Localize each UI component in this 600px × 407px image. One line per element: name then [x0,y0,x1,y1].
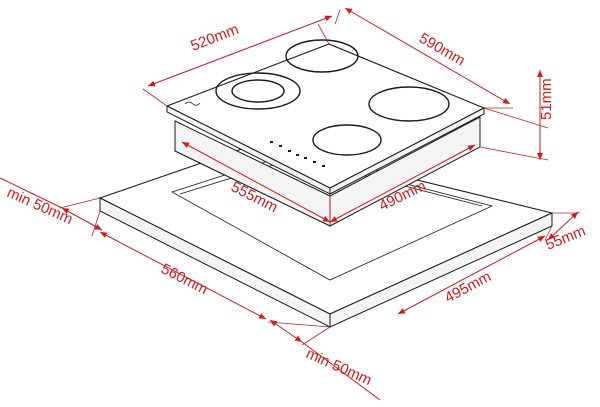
label-hob-height: 51mm [538,78,555,120]
label-hob-width: 590mm [416,30,468,70]
dim-min-clearance-front: min 50mm [0,177,103,231]
label-min-clearance-front: min 50mm [4,184,75,228]
label-counter-depth: 560mm [158,260,210,298]
brand-logo [184,101,201,106]
dim-hob-height: 51mm [479,70,555,161]
label-counter-width: 495mm [442,268,494,306]
label-min-clearance-side: min 50mm [303,345,374,389]
label-hob-depth: 520mm [188,21,241,55]
dim-min-clearance-side: min 50mm [269,319,381,401]
